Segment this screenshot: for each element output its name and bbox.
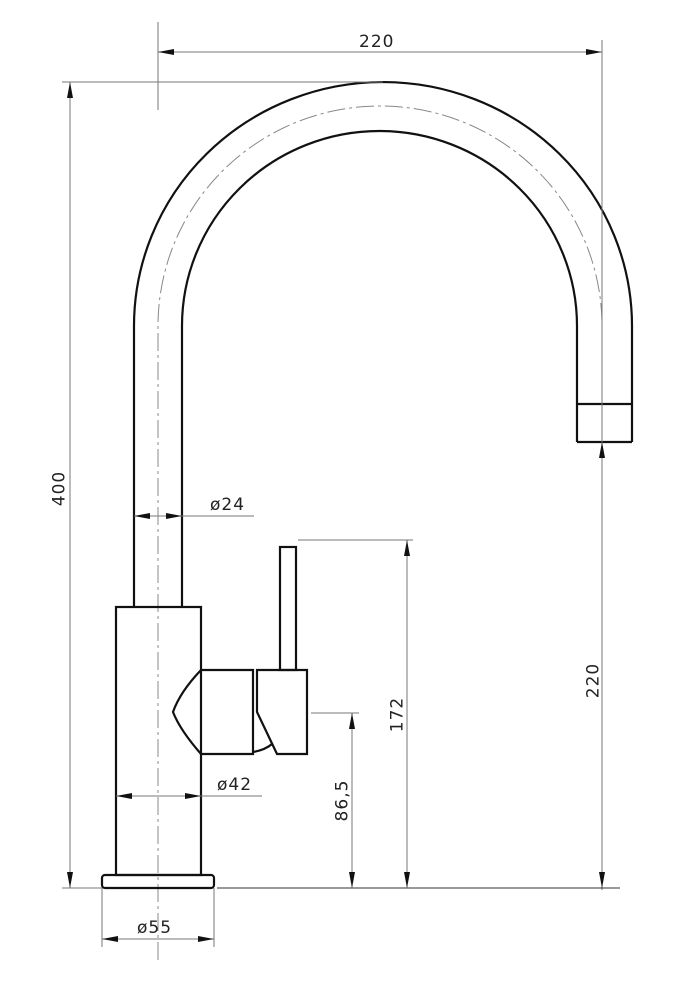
spout-centerline <box>157 105 603 960</box>
arrow <box>67 82 73 98</box>
arrow <box>158 49 174 55</box>
label-base-diameter: ø55 <box>137 918 173 938</box>
arrow <box>67 872 73 888</box>
label-overall-height: 400 <box>49 470 70 507</box>
arrow <box>166 513 182 519</box>
arrow <box>586 49 602 55</box>
label-valve-height: 86,5 <box>332 779 353 822</box>
arrow <box>404 540 410 556</box>
spout-outer-outline <box>132 80 634 607</box>
arrow <box>116 793 132 799</box>
arrow <box>599 442 605 458</box>
handle-joint-arc <box>252 743 273 754</box>
arrow <box>102 936 118 942</box>
arrow <box>349 872 355 888</box>
arrow <box>198 936 214 942</box>
label-spout-reach: 220 <box>359 32 395 52</box>
valve-housing <box>171 668 255 756</box>
arrow <box>599 872 605 888</box>
arrow <box>404 872 410 888</box>
arrow <box>134 513 150 519</box>
lever <box>278 545 298 672</box>
faucet-base <box>100 873 216 890</box>
label-spout-clearance: 220 <box>583 662 604 699</box>
label-lever-height: 172 <box>387 696 408 733</box>
label-tube-diameter: ø24 <box>210 495 246 515</box>
arrow <box>185 793 201 799</box>
handle-block <box>255 668 309 756</box>
arrow <box>349 713 355 729</box>
spout-inner-outline <box>180 129 579 607</box>
label-body-diameter: ø42 <box>217 775 253 795</box>
